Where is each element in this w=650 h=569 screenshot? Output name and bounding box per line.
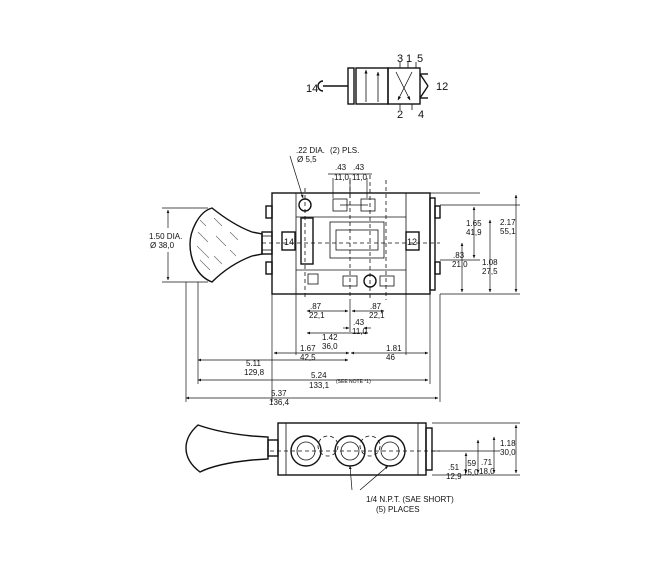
- bottom-43-inch: .43: [353, 318, 365, 327]
- see-note: (SEE NOTE *1): [336, 379, 371, 385]
- length-537-mm: 136,4: [269, 398, 290, 407]
- port-note-places: (5) PLACES: [376, 505, 420, 514]
- height-71-inch: .71: [481, 458, 493, 467]
- length-511-inch: 5.11: [246, 359, 262, 368]
- valve-symbol: [317, 62, 429, 110]
- symbol-port-1: 1: [406, 53, 412, 65]
- front-view: [189, 175, 441, 300]
- front-right-dimensions: [430, 192, 520, 295]
- height-51-inch: .51: [448, 463, 460, 472]
- symbol-port-12: 12: [436, 81, 448, 93]
- bottom-167-inch: 1.67: [300, 344, 316, 353]
- symbol-port-14: 14: [306, 83, 318, 95]
- top-pitch-inch-b: .43: [353, 163, 365, 172]
- knob-dia-mm: Ø 38,0: [150, 241, 175, 250]
- top-pitch-mm-a: 11,0: [334, 173, 350, 182]
- label-14: 14: [284, 237, 294, 247]
- symbol-port-2: 2: [397, 109, 403, 121]
- bottom-87a-mm: 22,1: [309, 311, 325, 320]
- hole-dia-mm: Ø 5,5: [297, 155, 317, 164]
- height-118-mm: 30,0: [500, 448, 516, 457]
- right-dim-1-inch: 1.65: [466, 219, 482, 228]
- height-71-mm: 18,0: [479, 467, 495, 476]
- hole-dia-inch: .22 DIA.: [296, 146, 325, 155]
- symbol-port-3: 3: [397, 53, 403, 65]
- symbol-port-4: 4: [418, 109, 424, 121]
- top-pitch-inch-a: .43: [335, 163, 347, 172]
- front-bottom-dimensions: [185, 282, 441, 402]
- height-59-mm: 15,0: [463, 468, 479, 477]
- height-59-inch: .59: [465, 459, 477, 468]
- length-524-mm: 133,1: [309, 381, 330, 390]
- length-524-inch: 5.24: [311, 371, 327, 380]
- bottom-142-mm: 36,0: [322, 342, 338, 351]
- right-dim-2-mm: 55,1: [500, 227, 516, 236]
- right-dim-2-inch: 2.17: [500, 218, 516, 227]
- bottom-87b-mm: 22,1: [369, 311, 385, 320]
- bottom-181-mm: 46: [386, 353, 395, 362]
- length-511-mm: 129,8: [244, 368, 265, 377]
- top-pitch-mm-b: 11,0: [352, 173, 368, 182]
- port-note-npt: 1/4 N.P.T. (SAE SHORT): [366, 495, 454, 504]
- height-118-inch: 1.18: [500, 439, 516, 448]
- length-537-inch: 5.37: [271, 389, 287, 398]
- bottom-87a-inch: .87: [310, 302, 322, 311]
- height-51-mm: 12,9: [446, 472, 462, 481]
- right-dim-1-mm: 41,9: [466, 228, 482, 237]
- right-dim-4-inch: 1.08: [482, 258, 498, 267]
- label-12: 12: [407, 237, 417, 247]
- right-dim-3-inch: .83: [453, 251, 465, 260]
- bottom-142-inch: 1.42: [322, 333, 338, 342]
- hole-count: (2) PLS.: [330, 146, 359, 155]
- right-dim-4-mm: 27,5: [482, 267, 498, 276]
- knob-dia-inch: 1.50 DIA.: [149, 232, 182, 241]
- bottom-view-dimensions: [348, 422, 520, 491]
- bottom-167-mm: 42,5: [300, 353, 316, 362]
- right-dim-3-mm: 21,0: [452, 260, 468, 269]
- knob-diameter-dimension: [162, 207, 208, 283]
- bottom-181-inch: 1.81: [386, 344, 402, 353]
- bottom-view: [185, 422, 440, 476]
- front-top-dimensions: [289, 155, 372, 199]
- bottom-43-mm: 11,0: [352, 327, 368, 336]
- symbol-port-5: 5: [417, 53, 423, 65]
- bottom-87b-inch: .87: [370, 302, 382, 311]
